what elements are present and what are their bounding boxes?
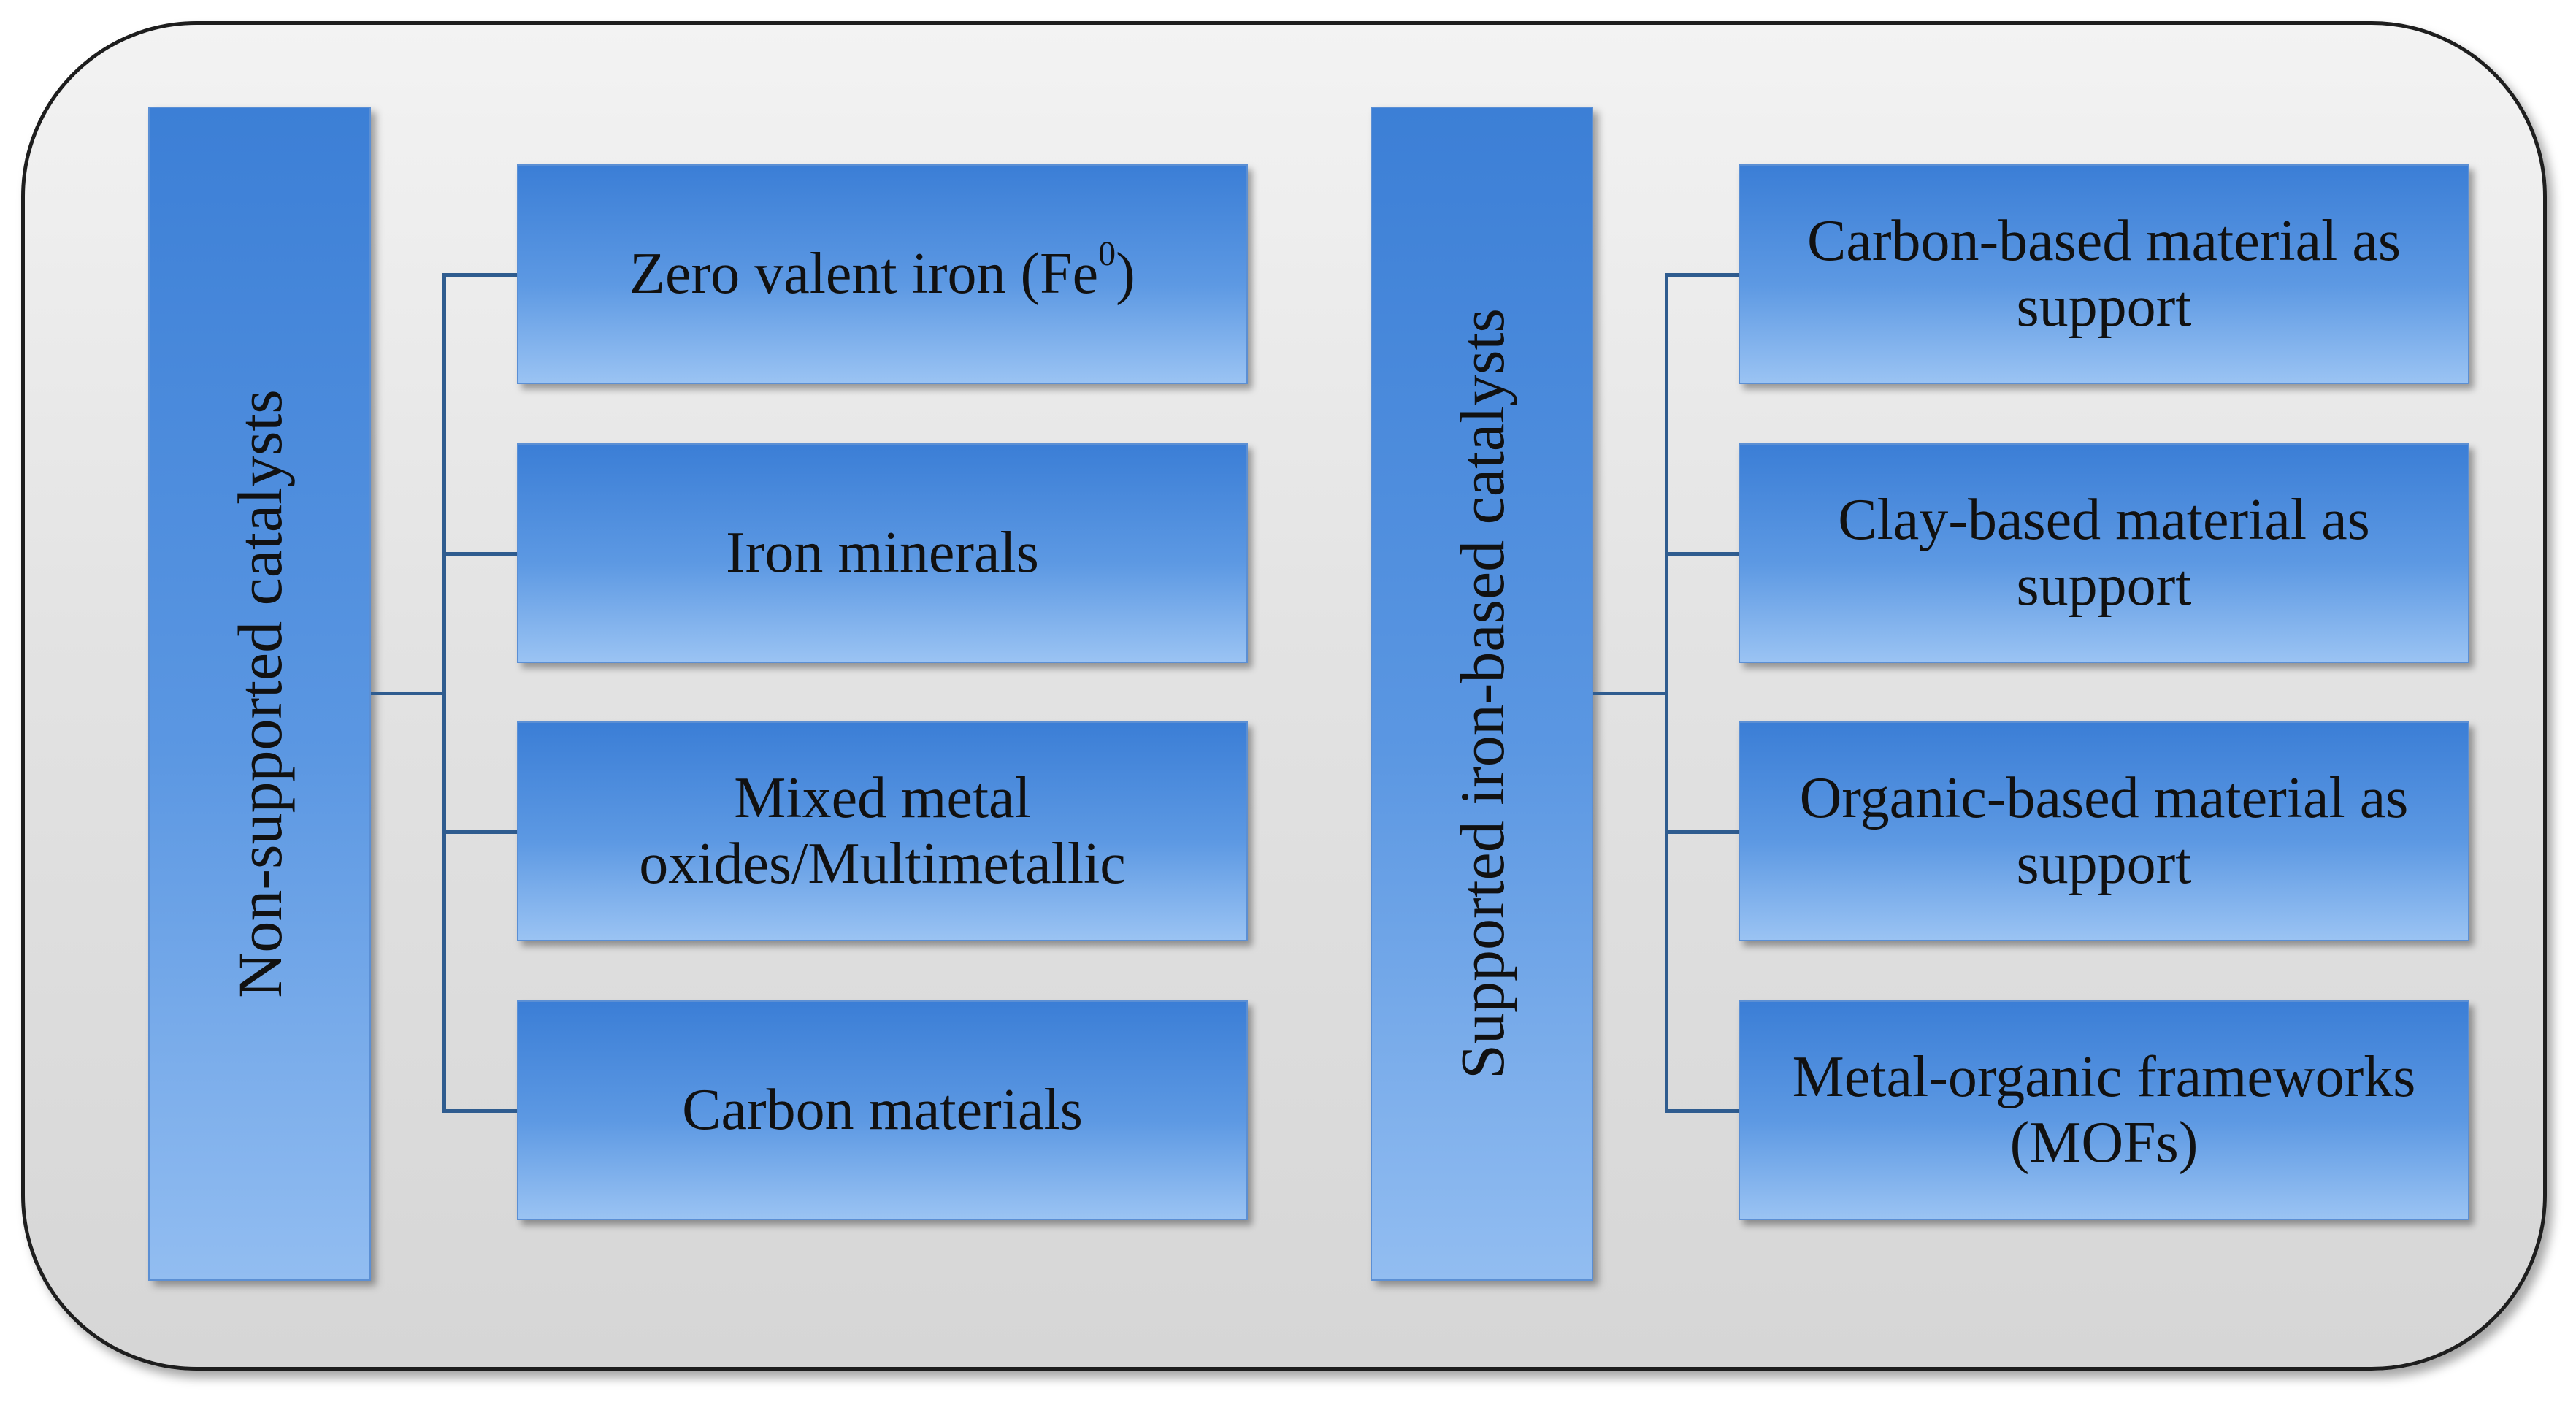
category-label-carbon-materials: Carbon materials [682, 1077, 1083, 1142]
category-label-organic-based-support: Organic-based material as support [1799, 765, 2409, 896]
category-box-organic-based-support: Organic-based material as support [1739, 721, 2469, 941]
category-box-carbon-materials: Carbon materials [517, 1000, 1248, 1220]
category-box-mofs: Metal-organic frameworks (MOFs) [1739, 1000, 2469, 1220]
category-box-mixed-metal-oxides: Mixed metal oxides/Multimetallic [517, 721, 1248, 941]
category-box-clay-based-support: Clay-based material as support [1739, 443, 2469, 663]
superscript-zero: 0 [1098, 234, 1116, 273]
group-heading-box-supported: Supported iron-based catalysts [1371, 107, 1593, 1281]
connector-left-branch-4 [442, 1109, 518, 1113]
connector-right-branch-2 [1665, 552, 1740, 556]
category-box-iron-minerals: Iron minerals [517, 443, 1248, 663]
category-label-carbon-based-support: Carbon-based material as support [1806, 208, 2401, 339]
category-label-mixed-metal-oxides: Mixed metal oxides/Multimetallic [639, 765, 1126, 896]
connector-left-spine [442, 273, 446, 1113]
connector-left-branch-2 [442, 552, 518, 556]
connector-right-branch-4 [1665, 1109, 1740, 1113]
group-heading-supported: Supported iron-based catalysts [1446, 308, 1517, 1079]
connector-right-branch-1 [1665, 273, 1740, 277]
category-box-carbon-based-support: Carbon-based material as support [1739, 164, 2469, 384]
category-label-zero-valent-iron: Zero valent iron (Fe0) [629, 234, 1135, 306]
group-heading-box-non-supported: Non-supported catalysts [148, 107, 371, 1281]
connector-left-branch-1 [442, 273, 518, 277]
category-box-zero-valent-iron: Zero valent iron (Fe0) [517, 164, 1248, 384]
connector-left-branch-3 [442, 830, 518, 834]
connector-left-trunk [371, 692, 445, 695]
connector-right-spine [1665, 273, 1668, 1113]
connector-right-branch-3 [1665, 830, 1740, 834]
category-label-clay-based-support: Clay-based material as support [1838, 487, 2370, 618]
connector-right-trunk [1593, 692, 1667, 695]
category-label-mofs: Metal-organic frameworks (MOFs) [1792, 1044, 2416, 1175]
category-label-iron-minerals: Iron minerals [726, 520, 1039, 585]
group-heading-non-supported: Non-supported catalysts [224, 389, 295, 998]
